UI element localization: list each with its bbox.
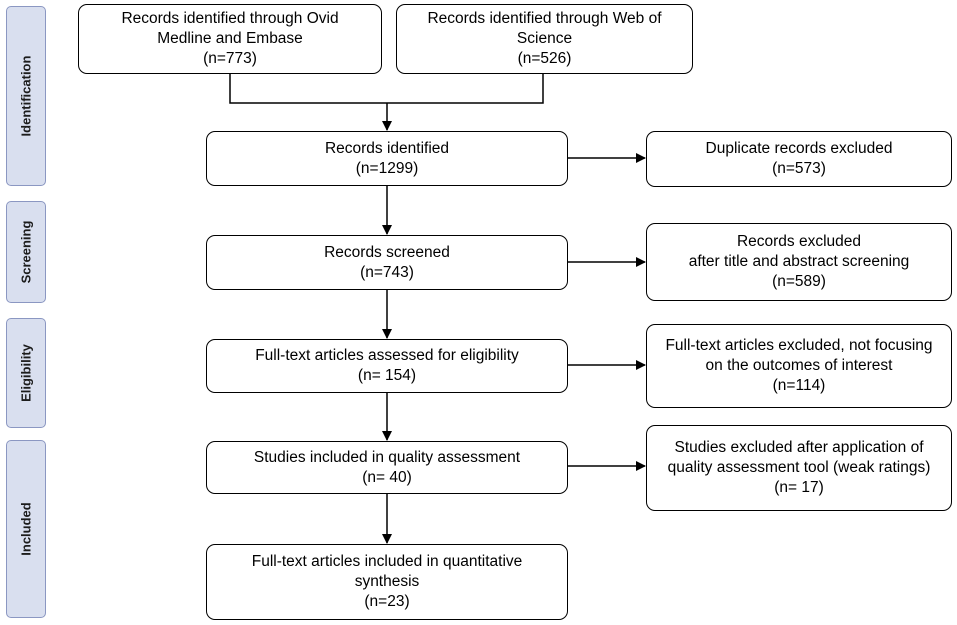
box-records-ovid: Records identified through Ovid Medline … — [78, 4, 382, 74]
box-records-identified: Records identified (n=1299) — [206, 131, 568, 186]
box-quantitative-synthesis: Full-text articles included in quantitat… — [206, 544, 568, 620]
phase-screening: Screening — [6, 201, 46, 303]
box-records-wos: Records identified through Web of Scienc… — [396, 4, 693, 74]
box-duplicates-excluded: Duplicate records excluded (n=573) — [646, 131, 952, 187]
phase-eligibility: Eligibility — [6, 318, 46, 428]
box-fulltext-assessed: Full-text articles assessed for eligibil… — [206, 339, 568, 393]
connector-ovid-merge — [229, 74, 387, 104]
phase-included: Included — [6, 440, 46, 618]
box-records-screened: Records screened (n=743) — [206, 235, 568, 290]
connector-wos-merge — [387, 74, 544, 104]
phase-identification: Identification — [6, 6, 46, 186]
box-fulltext-excluded: Full-text articles excluded, not focusin… — [646, 324, 952, 408]
box-quality-excluded: Studies excluded after application of qu… — [646, 425, 952, 511]
box-records-excluded-title: Records excluded after title and abstrac… — [646, 223, 952, 301]
box-quality-assessment: Studies included in quality assessment (… — [206, 441, 568, 494]
